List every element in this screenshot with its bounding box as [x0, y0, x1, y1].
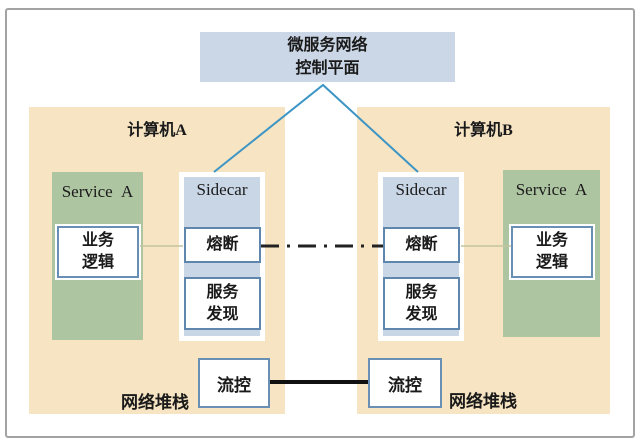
business-logic-left-line1: 业务 [81, 232, 114, 249]
business-logic-right-line2: 逻辑 [535, 254, 568, 271]
circuit-breaker-right-label: 熔断 [405, 236, 438, 253]
service-discovery-right-box: 服务 发现 [383, 277, 460, 330]
business-logic-left-line2: 逻辑 [81, 254, 114, 271]
computer-a-title: 计算机A [127, 122, 187, 139]
network-stack-right-label: 网络堆栈 [449, 392, 517, 411]
sidecar-left-title: Sidecar [196, 180, 248, 199]
circuit-breaker-left-label: 熔断 [206, 236, 239, 253]
control-plane-label-line1: 微服务网络 [287, 37, 368, 54]
control-plane-label-line2: 控制平面 [295, 60, 360, 77]
service-discovery-left-box: 服务 发现 [184, 277, 261, 330]
service-discovery-right-line2: 发现 [405, 305, 438, 323]
service-a-left-title: Service A [61, 182, 134, 201]
flow-control-left-box: 流控 [198, 358, 270, 408]
flow-control-left-label: 流控 [217, 375, 251, 395]
service-discovery-left-line1: 服务 [206, 283, 239, 301]
network-stack-left-label: 网络堆栈 [121, 393, 189, 412]
service-a-right-title: Service A [515, 180, 588, 199]
flow-control-right-box: 流控 [368, 358, 442, 408]
sidecar-right-title: Sidecar [395, 180, 447, 199]
flow-control-right-label: 流控 [388, 375, 422, 395]
service-discovery-right-line1: 服务 [405, 283, 438, 301]
business-logic-right-line1: 业务 [535, 232, 568, 249]
circuit-breaker-right-box: 熔断 [383, 227, 460, 263]
circuit-breaker-left-box: 熔断 [184, 227, 261, 263]
business-logic-left-box: 业务 逻辑 [55, 224, 141, 280]
business-logic-right-box: 业务 逻辑 [509, 224, 595, 280]
computer-b-title: 计算机B [454, 122, 513, 139]
service-discovery-left-line2: 发现 [206, 305, 239, 323]
sidecar-left-box: Sidecar 熔断 服务 发现 [179, 172, 265, 341]
sidecar-right-box: Sidecar 熔断 服务 发现 [378, 172, 464, 341]
control-plane-box: 微服务网络 控制平面 [200, 32, 455, 82]
